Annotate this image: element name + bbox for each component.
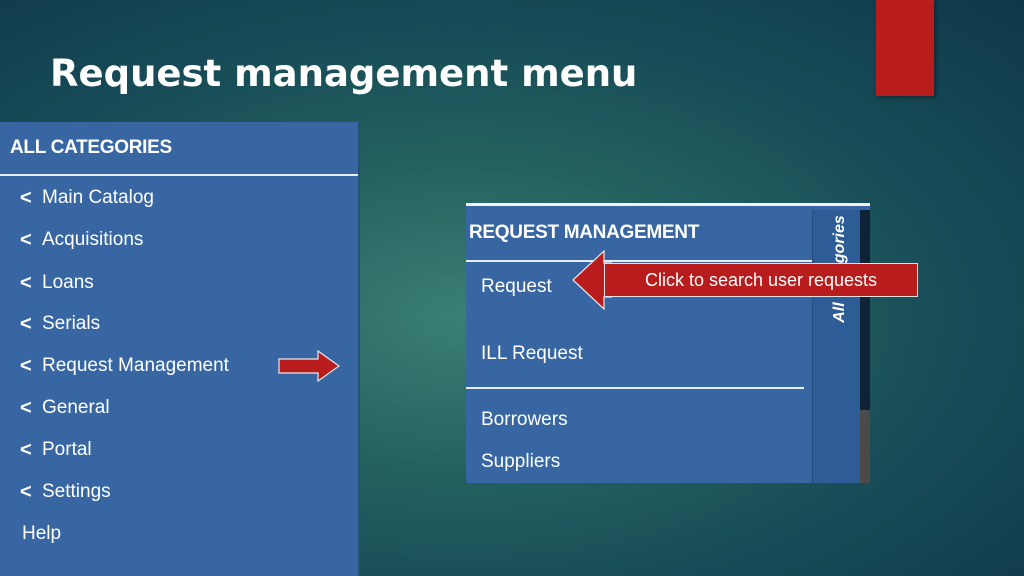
left-callout-arrow-icon bbox=[572, 250, 612, 310]
menu-item-serials[interactable]: < Serials bbox=[0, 306, 356, 342]
menu-item-general[interactable]: < General bbox=[0, 390, 356, 426]
callout-box: Click to search user requests bbox=[604, 263, 918, 297]
menu-item-loans[interactable]: < Loans bbox=[0, 265, 356, 301]
menu-header: REQUEST MANAGEMENT bbox=[466, 206, 815, 262]
request-management-menu: REQUEST MANAGEMENT Request ILL Request B… bbox=[466, 203, 870, 483]
menu-item-label: Acquisitions bbox=[42, 229, 144, 250]
menu-item-label: Loans bbox=[42, 272, 94, 293]
menu-item-suppliers[interactable]: Suppliers bbox=[481, 451, 561, 472]
menu-item-request[interactable]: Request bbox=[481, 276, 552, 297]
all-categories-menu: ALL CATEGORIES < Main Catalog < Acquisit… bbox=[0, 122, 360, 576]
menu-item-request-management[interactable]: < Request Management bbox=[0, 348, 356, 384]
chevron-left-icon: < bbox=[20, 186, 32, 209]
menu-item-label: Request Management bbox=[42, 355, 229, 376]
menu-divider bbox=[466, 387, 804, 389]
chevron-left-icon: < bbox=[20, 271, 32, 294]
menu-item-acquisitions[interactable]: < Acquisitions bbox=[0, 222, 356, 258]
slide-title: Request management menu bbox=[50, 52, 638, 95]
menu-item-help[interactable]: Help bbox=[0, 516, 356, 552]
menu-item-portal[interactable]: < Portal bbox=[0, 432, 356, 468]
chevron-left-icon: < bbox=[20, 480, 32, 503]
chevron-left-icon: < bbox=[20, 312, 32, 335]
menu-header: ALL CATEGORIES bbox=[0, 122, 358, 176]
menu-item-settings[interactable]: < Settings bbox=[0, 474, 356, 510]
menu-item-ill-request[interactable]: ILL Request bbox=[481, 343, 583, 364]
menu-item-borrowers[interactable]: Borrowers bbox=[481, 409, 568, 430]
right-arrow-icon bbox=[278, 350, 340, 382]
all-categories-side-tab[interactable]: All Categories bbox=[812, 210, 861, 483]
accent-bar bbox=[876, 0, 934, 96]
scroll-strip-dark bbox=[860, 210, 870, 410]
chevron-left-icon: < bbox=[20, 396, 32, 419]
chevron-left-icon: < bbox=[20, 354, 32, 377]
menu-item-label: General bbox=[42, 397, 110, 418]
chevron-left-icon: < bbox=[20, 438, 32, 461]
chevron-left-icon: < bbox=[20, 228, 32, 251]
menu-item-main-catalog[interactable]: < Main Catalog bbox=[0, 180, 356, 216]
menu-item-label: Help bbox=[22, 523, 62, 544]
menu-item-label: Portal bbox=[42, 439, 92, 460]
menu-item-label: Settings bbox=[42, 481, 111, 502]
menu-item-label: Main Catalog bbox=[42, 187, 154, 208]
menu-item-label: Serials bbox=[42, 313, 101, 334]
